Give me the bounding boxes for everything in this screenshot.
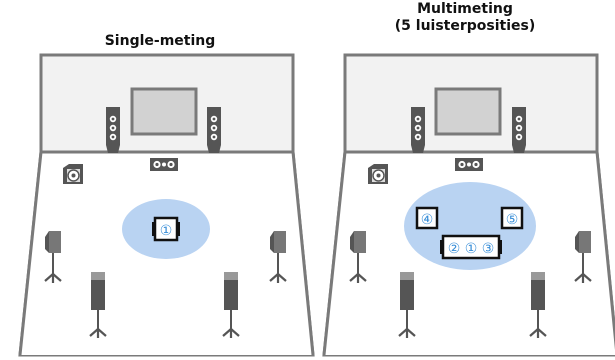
center-speaker-icon: [455, 158, 483, 171]
multi-measure-title: Multimeting (5 luisterposities): [325, 1, 605, 35]
position-3-label: ③: [482, 241, 495, 257]
tv-icon: [130, 87, 198, 136]
multi-measure-room: ④ ⑤ ② ① ③: [322, 53, 615, 357]
position-1-label: ①: [465, 241, 478, 257]
measure-area: [404, 182, 536, 270]
subwoofer-icon: [367, 163, 389, 185]
front-left-speaker-icon: [106, 107, 120, 153]
single-measure-title: Single-meting: [104, 33, 216, 49]
position-1-label: ①: [160, 223, 173, 239]
subwoofer-icon: [62, 163, 84, 185]
position-5-label: ⑤: [506, 212, 519, 228]
microphone-position-4-icon: [415, 206, 439, 230]
front-right-speaker-icon: [512, 107, 526, 153]
single-measure-room: ①: [18, 53, 315, 357]
center-speaker-icon: [150, 158, 178, 171]
position-4-label: ④: [421, 212, 434, 228]
microphone-position-5-icon: [500, 206, 524, 230]
front-left-speaker-icon: [411, 107, 425, 153]
tv-icon: [434, 87, 502, 136]
front-right-speaker-icon: [207, 107, 221, 153]
multi-measure-title-line1: Multimeting: [417, 1, 513, 17]
position-2-label: ②: [448, 241, 461, 257]
multi-measure-title-line2: (5 luisterposities): [394, 18, 536, 34]
